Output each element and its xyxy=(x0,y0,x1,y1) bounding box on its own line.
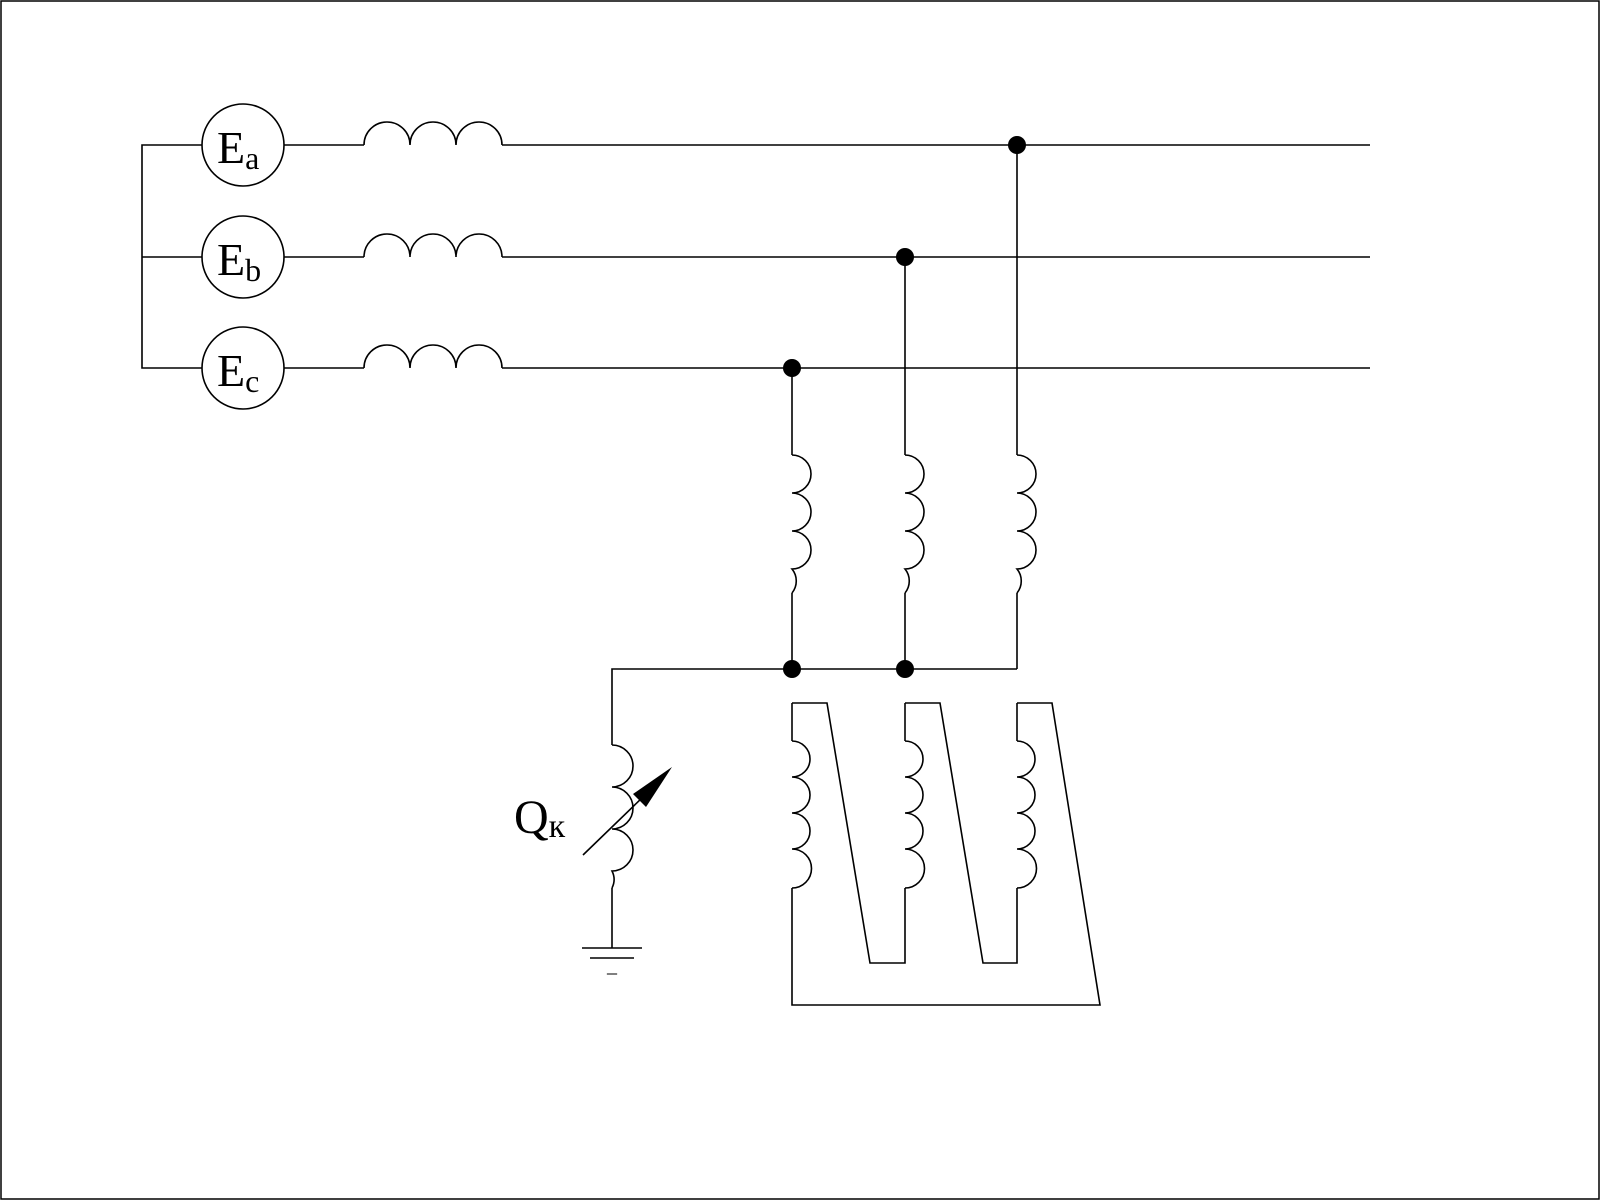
source-eb-sub: b xyxy=(245,252,261,288)
secondary-coil-b xyxy=(904,740,926,889)
svg-text:Ea: Ea xyxy=(217,122,259,176)
ground-mark: _ xyxy=(606,955,618,977)
reactor-label-letter: Q xyxy=(514,791,549,844)
transformer-primary-b xyxy=(903,257,925,669)
star-point-bus xyxy=(611,668,1017,745)
adjustable-arrow-shaft xyxy=(582,794,646,856)
secondary-coil-a xyxy=(1016,740,1038,889)
secondary-coil-c xyxy=(791,740,813,889)
source-eb: Eb xyxy=(201,215,285,299)
svg-text:Qк: Qк xyxy=(514,791,566,845)
arc-suppression-coil: Qк xyxy=(514,744,672,948)
phase-b-line xyxy=(284,233,1370,258)
neutral-bus xyxy=(141,144,202,369)
source-ea-letter: E xyxy=(217,122,245,173)
source-ec-letter: E xyxy=(217,345,245,396)
source-ec: Ec xyxy=(201,326,285,410)
ground-symbol: _ xyxy=(582,947,642,977)
source-ea: Ea xyxy=(201,103,285,187)
adjustable-arrow-head xyxy=(633,767,672,807)
reactor-label-sub: к xyxy=(549,808,566,845)
phase-c-line xyxy=(284,344,1370,369)
transformer-secondary-windings xyxy=(791,702,1101,1006)
junction-node-star-2 xyxy=(896,660,914,678)
svg-text:Ec: Ec xyxy=(217,345,259,399)
source-eb-letter: E xyxy=(217,234,245,285)
junction-node-a xyxy=(1008,136,1026,154)
transformer-primary-a xyxy=(1015,145,1037,669)
junction-node-b xyxy=(896,248,914,266)
series-inductor-b xyxy=(363,233,503,258)
svg-text:Eb: Eb xyxy=(217,234,261,288)
source-ea-sub: a xyxy=(245,140,259,176)
source-ec-sub: c xyxy=(245,363,259,399)
phase-a-line xyxy=(284,121,1370,146)
series-inductor-a xyxy=(363,121,503,146)
junction-node-star-1 xyxy=(783,660,801,678)
series-inductor-c xyxy=(363,344,503,369)
transformer-primary-c xyxy=(790,368,812,669)
junction-node-c xyxy=(783,359,801,377)
